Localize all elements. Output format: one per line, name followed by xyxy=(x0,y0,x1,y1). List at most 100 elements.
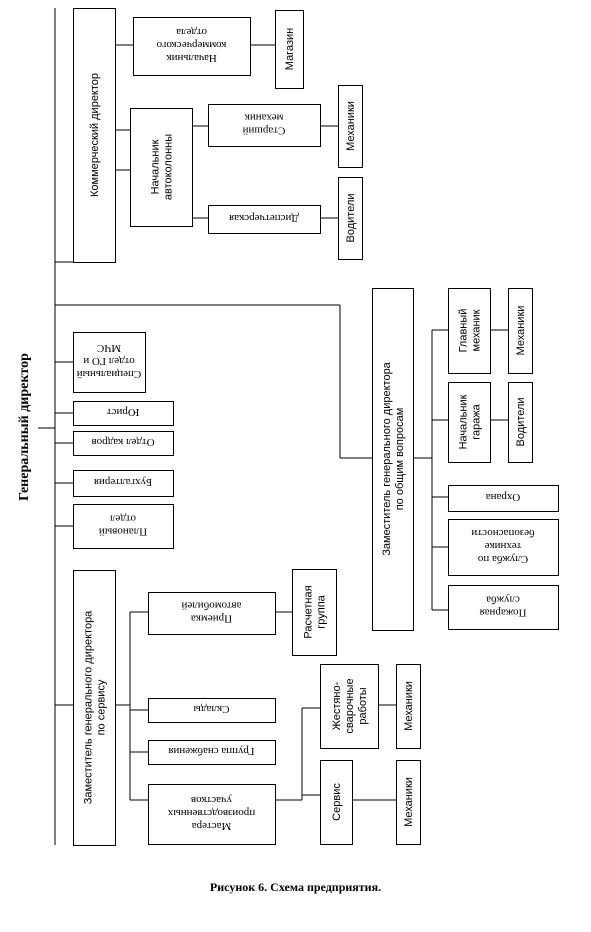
node-label: Механики xyxy=(403,777,415,827)
node-fire-service: Пожарнаяслужба xyxy=(448,585,559,630)
node-label-line: Старший xyxy=(243,125,286,137)
node-label: Приемкаавтомобилей xyxy=(181,600,241,625)
node-label-line: Механики xyxy=(345,101,357,151)
node-label-line: коммерческого xyxy=(156,39,226,51)
node-mechanics-1: Механики xyxy=(338,85,363,168)
node-label: Механики xyxy=(403,681,415,731)
node-label: Специальныйотдел ГО иМЧС xyxy=(77,342,142,380)
node-mechanics-2: Механики xyxy=(396,664,421,749)
node-drivers-2: Водители xyxy=(508,382,533,463)
node-label-line: безопасности xyxy=(471,527,534,539)
node-label: Главныймеханик xyxy=(457,309,482,353)
node-label-line: МЧС xyxy=(97,342,121,354)
node-label-line: Начальник xyxy=(457,394,469,449)
node-label-line: Плановый xyxy=(99,526,147,538)
node-label: Водители xyxy=(345,193,357,242)
node-label-line: Механики xyxy=(403,681,415,731)
node-deputy-service: Заместитель генерального директорапо сер… xyxy=(73,570,116,846)
node-service: Сервис xyxy=(320,760,353,845)
node-safety-service: Служба потехникебезопасности xyxy=(448,519,559,576)
node-head-garage: Начальникгаража xyxy=(448,382,491,463)
node-label-line: отдел xyxy=(110,513,136,525)
node-box xyxy=(508,288,533,374)
node-label: Начальникавтоколонны xyxy=(149,134,174,200)
node-label: Отдел кадров xyxy=(91,436,154,448)
node-box xyxy=(73,401,174,426)
node-label-line: Начальник xyxy=(166,52,217,64)
node-label: Бухгалтерия xyxy=(94,476,152,488)
node-label-line: Главный xyxy=(457,309,469,353)
node-box xyxy=(73,470,174,497)
node-masters: Мастерапроизводственныхучастков xyxy=(148,784,276,845)
node-label: Начальникгаража xyxy=(457,394,482,449)
node-label-line: Магазин xyxy=(284,28,296,70)
node-car-reception: Приемкаавтомобилей xyxy=(148,592,276,635)
node-box xyxy=(73,570,116,846)
node-label-line: Водители xyxy=(515,397,527,446)
node-label: Мастерапроизводственныхучастков xyxy=(167,794,255,832)
node-label-line: Механики xyxy=(403,777,415,827)
node-label-line: отдел ГО и xyxy=(83,355,135,367)
node-label-line: служба xyxy=(486,594,520,606)
node-label-line: Группа снабжения xyxy=(168,745,254,757)
node-security: Охрана xyxy=(448,485,559,512)
node-box xyxy=(448,382,491,463)
node-label-line: гаража xyxy=(470,403,482,439)
node-box xyxy=(320,664,379,749)
node-label: Генеральный директор xyxy=(17,353,32,501)
node-box xyxy=(73,8,116,263)
node-label-line: Юрист xyxy=(107,406,140,418)
node-label: Пожарнаяслужба xyxy=(480,594,527,619)
node-label: Плановыйотдел xyxy=(99,513,147,538)
node-box xyxy=(338,85,363,168)
node-box xyxy=(275,10,304,89)
node-label: Группа снабжения xyxy=(168,745,254,757)
node-supply-group: Группа снабжения xyxy=(148,740,276,765)
node-box xyxy=(448,519,559,576)
node-label-line: Жестяно- xyxy=(331,681,343,730)
node-label-line: Расчетная xyxy=(302,585,314,638)
node-senior-mechanic: Старшиймеханик xyxy=(208,104,321,147)
node-general-director: Генеральный директор xyxy=(17,353,32,501)
node-label-line: Специальный xyxy=(77,368,142,380)
node-box xyxy=(133,17,251,76)
node-label-line: Отдел кадров xyxy=(91,436,154,448)
node-label-line: автоколонны xyxy=(162,134,174,200)
node-label-line: автомобилей xyxy=(181,600,241,612)
node-accounting: Бухгалтерия xyxy=(73,470,174,497)
node-label: Диспетчерская xyxy=(229,212,299,224)
node-label-line: Мастера xyxy=(192,820,232,832)
node-mechanics-3: Механики xyxy=(396,760,421,845)
node-label-line: Служба по xyxy=(477,553,528,565)
node-label-line: Коммерческий директор xyxy=(89,73,101,197)
node-label-line: механик xyxy=(244,112,284,124)
node-drivers-1: Водители xyxy=(338,177,363,260)
node-deputy-general: Заместитель генерального директорапо общ… xyxy=(372,288,414,631)
node-box xyxy=(148,698,276,723)
node-box xyxy=(208,104,321,147)
node-box xyxy=(73,332,146,393)
node-label: Механики xyxy=(515,306,527,356)
node-label-line: работы xyxy=(357,687,369,724)
node-label: Расчетнаягруппа xyxy=(302,585,327,638)
node-label-line: производственных xyxy=(167,807,255,819)
node-label-line: Заместитель генерального директора xyxy=(381,361,393,555)
node-box xyxy=(372,288,414,631)
figure-caption: Рисунок 6. Схема предприятия. xyxy=(209,880,382,894)
node-box xyxy=(148,740,276,765)
node-label: Жестяно-сварочныеработы xyxy=(331,678,369,733)
node-calc-group: Расчетнаягруппа xyxy=(292,569,337,656)
node-label-line: сварочные xyxy=(344,678,356,733)
node-label: Механики xyxy=(345,101,357,151)
node-box xyxy=(292,569,337,656)
node-bodywork: Жестяно-сварочныеработы xyxy=(320,664,379,749)
node-label-line: участков xyxy=(191,794,232,806)
node-label-line: механик xyxy=(470,309,482,351)
node-label: Склады xyxy=(193,703,230,715)
node-box xyxy=(73,431,174,456)
node-head-commercial: Начальниккоммерческогоотдела xyxy=(133,17,251,76)
node-head-autocolumn: Начальникавтоколонны xyxy=(130,108,193,227)
node-box xyxy=(448,288,491,374)
node-label: Сервис xyxy=(331,783,343,821)
